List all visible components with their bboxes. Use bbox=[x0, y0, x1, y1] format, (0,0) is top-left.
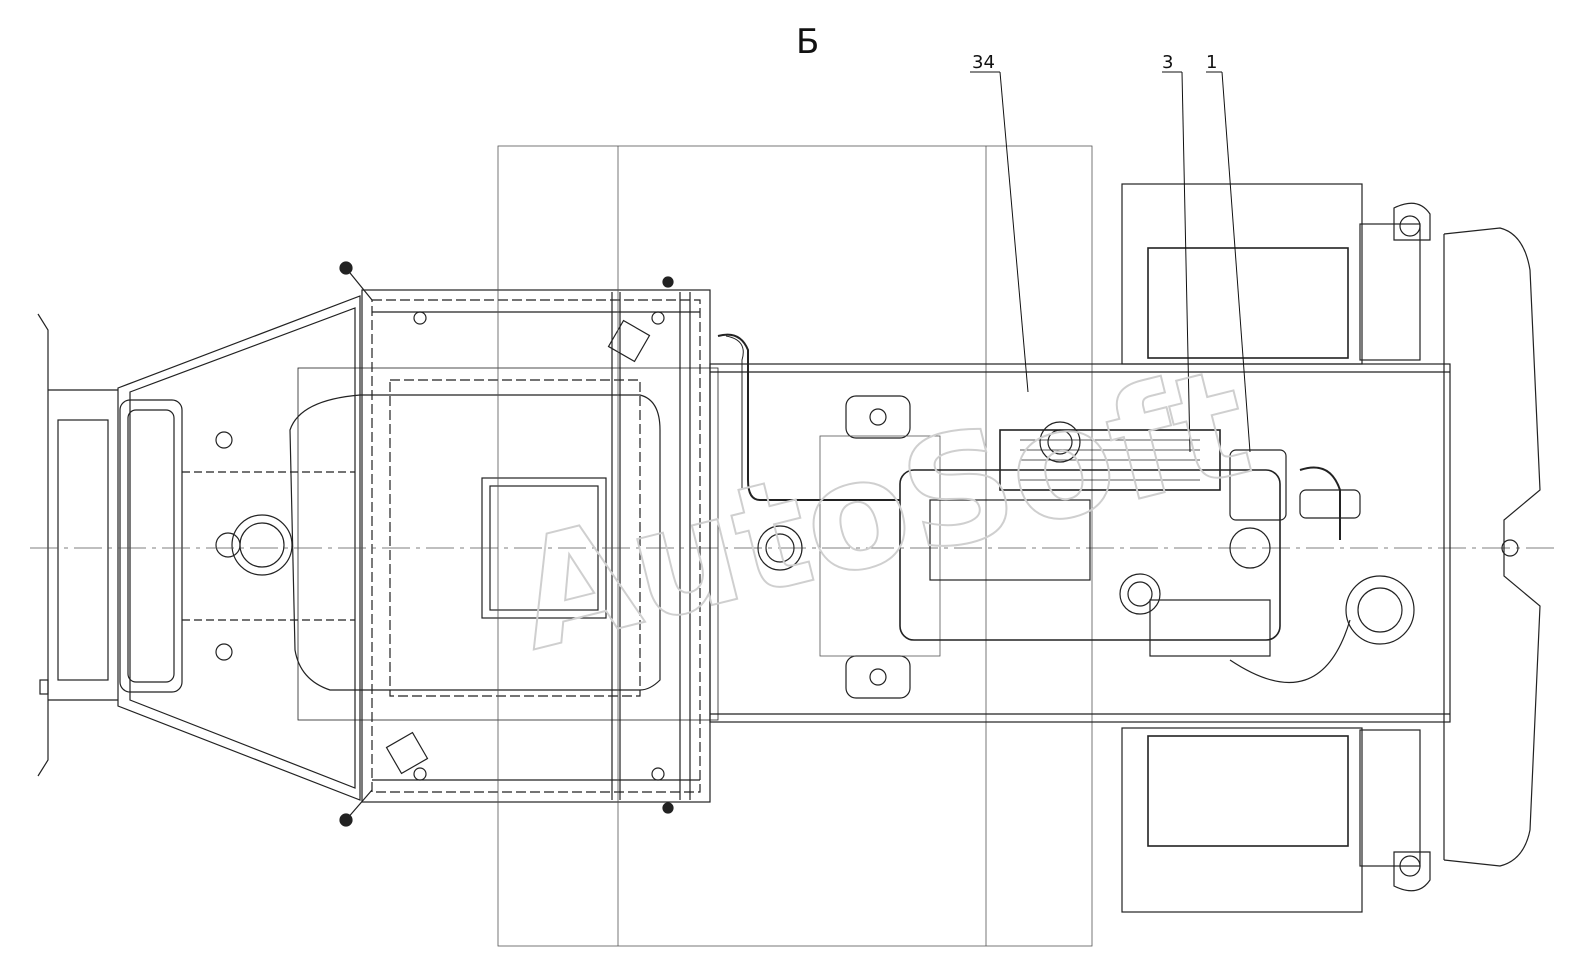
front-cab-frame bbox=[117, 261, 373, 827]
rear-tanks bbox=[1121, 183, 1431, 913]
left-tow-assembly bbox=[37, 313, 118, 777]
rear-bumper bbox=[1399, 215, 1541, 877]
view-letter: Б bbox=[796, 22, 820, 62]
outline-rectangle bbox=[30, 145, 1560, 947]
callout-leaders bbox=[970, 71, 1251, 453]
callout-3: 3 bbox=[1162, 52, 1174, 73]
engine-assembly bbox=[899, 421, 1415, 684]
chassis-frame bbox=[709, 333, 1451, 723]
callout-34: 34 bbox=[972, 52, 995, 73]
callout-1: 1 bbox=[1206, 52, 1218, 73]
